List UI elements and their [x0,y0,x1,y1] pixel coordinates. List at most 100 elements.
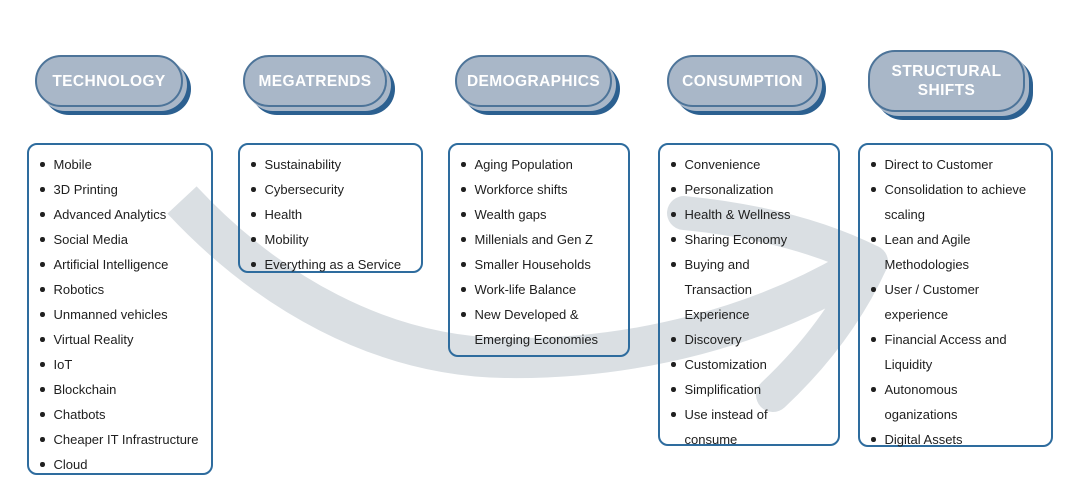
list-item: Robotics [40,277,206,302]
list-item-label: Convenience [684,157,761,172]
pill-megatrends: MEGATRENDS [243,55,387,107]
list-item: Advanced Analytics [40,202,206,227]
list-item-label: Lean and Agile Methodologies [884,232,971,272]
list-item: Health & Wellness [671,202,833,227]
bullet-icon [671,237,676,242]
list-item: Discovery [671,327,833,352]
list-item: New Developed & Emerging Economies [461,302,623,352]
bullet-icon [671,162,676,167]
column-title-megatrends: MEGATRENDS [258,72,372,90]
bullet-icon [871,162,876,167]
list-item: Digital Assets [871,427,1046,452]
bullet-icon [461,262,466,267]
list-item-label: Millenials and Gen Z [474,232,594,247]
list-item: Financial Access and Liquidity [871,327,1046,377]
list-item-label: Aging Population [474,157,573,172]
bullet-icon [40,212,45,217]
list-item: Cheaper IT Infrastructure [40,427,206,452]
bullet-icon [871,437,876,442]
list-item-label: Simplification [684,382,762,397]
list-item-label: New Developed & Emerging Economies [474,307,599,347]
list-item: 3D Printing [40,177,206,202]
list-item: Consolidation to achieve scaling [871,177,1046,227]
list-item-label: Work-life Balance [474,282,577,297]
list-item-label: Health [264,207,303,222]
list-item: Chatbots [40,402,206,427]
list-item: Cloud [40,452,206,477]
column-title-demographics: DEMOGRAPHICS [466,72,601,90]
list-item-label: Chatbots [53,407,106,422]
list-item-label: Cheaper IT Infrastructure [53,432,199,447]
list-item: Autonomous oganizations [871,377,1046,427]
list-item: Simplification [671,377,833,402]
column-title-technology: TECHNOLOGY [52,72,166,90]
bullet-icon [40,262,45,267]
list-item-label: Consolidation to achieve scaling [884,182,1027,222]
list-item-label: Artificial Intelligence [53,257,169,272]
bullet-icon [671,362,676,367]
bullet-icon [671,387,676,392]
bullet-icon [40,337,45,342]
list-item: Buying and Transaction Experience [671,252,833,327]
list-item-label: Discovery [684,332,742,347]
list-item-label: Direct to Customer [884,157,993,172]
bullet-icon [461,312,466,317]
bullet-icon [671,187,676,192]
list-item: Blockchain [40,377,206,402]
list-item: Convenience [671,152,833,177]
bullet-icon [461,212,466,217]
bullet-icon [251,212,256,217]
bullet-icon [40,237,45,242]
list-item: Mobile [40,152,206,177]
bullet-icon [40,362,45,367]
list-item: Social Media [40,227,206,252]
list-item-label: User / Customer experience [884,282,980,322]
list-item-label: Mobile [53,157,92,172]
list-item-label: Use instead of consume [684,407,768,447]
list-item-label: Mobility [264,232,309,247]
pill-demographics: DEMOGRAPHICS [455,55,612,107]
arrow-head-lower-barb [756,245,888,412]
list-item: Health [251,202,416,227]
list-item: Sharing Economy [671,227,833,252]
bullet-icon [671,337,676,342]
bullet-icon [671,212,676,217]
list-item: Sustainability [251,152,416,177]
bullet-icon [40,437,45,442]
list-item-label: Everything as a Service [264,257,402,272]
list-item-label: Autonomous oganizations [884,382,958,422]
list-item: Artificial Intelligence [40,252,206,277]
list-item: Work-life Balance [461,277,623,302]
list-item: Lean and Agile Methodologies [871,227,1046,277]
bullet-icon [251,162,256,167]
pill-structural-shifts: STRUCTURAL SHIFTS [868,50,1025,112]
list-item: Virtual Reality [40,327,206,352]
list-item: Use instead of consume [671,402,833,452]
list-item-label: Cloud [53,457,88,472]
list-item-label: Cybersecurity [264,182,344,197]
list-item-label: Unmanned vehicles [53,307,168,322]
bullet-icon [40,187,45,192]
list-item-label: Robotics [53,282,105,297]
list-item-label: Blockchain [53,382,117,397]
list-item-label: Wealth gaps [474,207,547,222]
list-item: Everything as a Service [251,252,416,277]
list-item-label: Digital Assets [884,432,963,447]
bullet-icon [871,287,876,292]
list-item-label: Workforce shifts [474,182,568,197]
list-item-label: IoT [53,357,73,372]
bullet-icon [40,387,45,392]
list-item: Direct to Customer [871,152,1046,177]
pill-consumption: CONSUMPTION [667,55,818,107]
bullet-icon [461,287,466,292]
bullet-icon [461,187,466,192]
list-item: Smaller Households [461,252,623,277]
